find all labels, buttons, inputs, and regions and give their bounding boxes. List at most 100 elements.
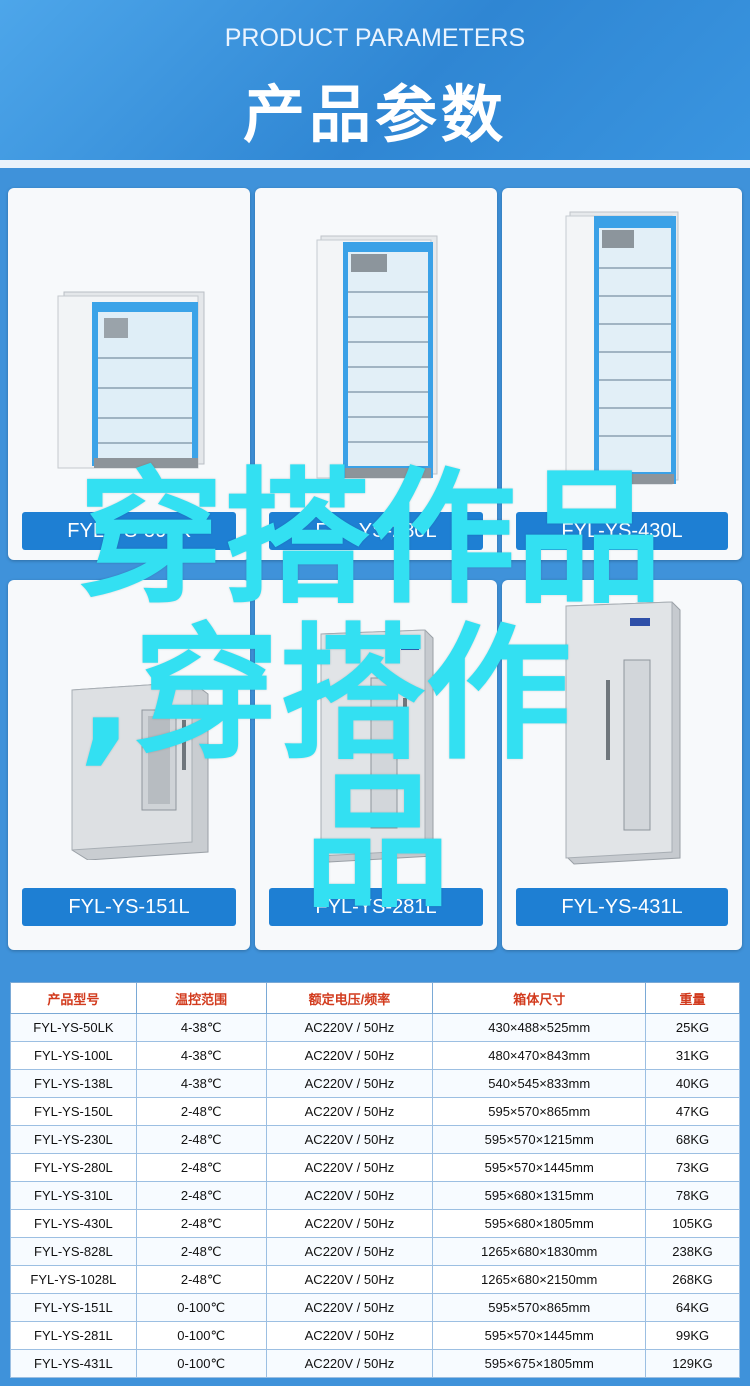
table-cell: AC220V / 50Hz bbox=[265, 1153, 434, 1182]
header-title: 产品参数 bbox=[242, 78, 507, 151]
table-cell: FYL-YS-100L bbox=[10, 1041, 137, 1070]
table-cell: 105KG bbox=[645, 1209, 740, 1238]
product-card: FYL-YS-431L bbox=[502, 580, 742, 950]
table-header-cell: 箱体尺寸 bbox=[432, 982, 647, 1014]
table-cell: 4-38℃ bbox=[135, 1041, 267, 1070]
table-cell: 0-100℃ bbox=[135, 1321, 267, 1350]
table-cell: 4-38℃ bbox=[135, 1013, 267, 1042]
table-cell: FYL-YS-50LK bbox=[10, 1013, 137, 1042]
table-cell: 2-48℃ bbox=[135, 1097, 267, 1126]
table-cell: 595×675×1805mm bbox=[432, 1349, 647, 1378]
table-cell: 1265×680×1830mm bbox=[432, 1237, 647, 1266]
table-cell: 47KG bbox=[645, 1097, 740, 1126]
table-cell: 540×545×833mm bbox=[432, 1069, 647, 1098]
table-cell: 595×570×1445mm bbox=[432, 1321, 647, 1350]
table-cell: 68KG bbox=[645, 1125, 740, 1154]
table-cell: AC220V / 50Hz bbox=[265, 1041, 434, 1070]
fridge-image bbox=[320, 629, 434, 863]
overlay-text-line-3: 品 bbox=[304, 758, 450, 928]
table-cell: AC220V / 50Hz bbox=[265, 1293, 434, 1322]
table-cell: AC220V / 50Hz bbox=[265, 1097, 434, 1126]
table-cell: 595×680×1805mm bbox=[432, 1209, 647, 1238]
table-cell: 2-48℃ bbox=[135, 1153, 267, 1182]
table-cell: FYL-YS-430L bbox=[10, 1209, 137, 1238]
table-cell: AC220V / 50Hz bbox=[265, 1125, 434, 1154]
fridge-image bbox=[565, 601, 681, 865]
table-cell: 268KG bbox=[645, 1265, 740, 1294]
overlay-text-line-2: ,穿搭作 bbox=[78, 610, 572, 780]
fridge-image bbox=[316, 235, 438, 479]
table-cell: 78KG bbox=[645, 1181, 740, 1210]
header-subtitle: PRODUCT PARAMETERS bbox=[224, 24, 526, 52]
table-cell: 2-48℃ bbox=[135, 1181, 267, 1210]
product-model-label: FYL-YS-50LK bbox=[22, 512, 236, 550]
table-cell: 4-38℃ bbox=[135, 1069, 267, 1098]
table-cell: FYL-YS-150L bbox=[10, 1097, 137, 1126]
table-cell: FYL-YS-280L bbox=[10, 1153, 137, 1182]
table-header-cell: 重量 bbox=[645, 982, 740, 1014]
table-cell: 0-100℃ bbox=[135, 1349, 267, 1378]
table-cell: 0-100℃ bbox=[135, 1293, 267, 1322]
table-cell: 1265×680×2150mm bbox=[432, 1265, 647, 1294]
table-cell: 595×570×1445mm bbox=[432, 1153, 647, 1182]
product-card: FYL-YS-430L bbox=[502, 188, 742, 560]
product-model-label: FYL-YS-281L bbox=[269, 888, 483, 926]
table-cell: AC220V / 50Hz bbox=[265, 1349, 434, 1378]
table-cell: 73KG bbox=[645, 1153, 740, 1182]
table-cell: 595×570×1215mm bbox=[432, 1125, 647, 1154]
table-cell: FYL-YS-151L bbox=[10, 1293, 137, 1322]
table-cell: FYL-YS-281L bbox=[10, 1321, 137, 1350]
fridge-image bbox=[71, 681, 209, 860]
table-cell: AC220V / 50Hz bbox=[265, 1265, 434, 1294]
table-cell: AC220V / 50Hz bbox=[265, 1013, 434, 1042]
table-cell: FYL-YS-828L bbox=[10, 1237, 137, 1266]
table-cell: 40KG bbox=[645, 1069, 740, 1098]
table-cell: FYL-YS-138L bbox=[10, 1069, 137, 1098]
page-header: PRODUCT PARAMETERS 产品参数 bbox=[0, 0, 750, 160]
header-divider bbox=[0, 160, 750, 168]
overlay-text-line-1: 穿搭作品 bbox=[78, 454, 662, 624]
product-card: FYL-YS-281L bbox=[255, 580, 497, 950]
table-cell: 430×488×525mm bbox=[432, 1013, 647, 1042]
table-cell: AC220V / 50Hz bbox=[265, 1237, 434, 1266]
fridge-image bbox=[57, 291, 205, 469]
product-card: FYL-YS-50LK bbox=[8, 188, 250, 560]
table-header-cell: 温控范围 bbox=[135, 982, 267, 1014]
table-header-cell: 产品型号 bbox=[10, 982, 137, 1014]
product-card: FYL-YS-280L bbox=[255, 188, 497, 560]
table-cell: 99KG bbox=[645, 1321, 740, 1350]
table-cell: 595×570×865mm bbox=[432, 1293, 647, 1322]
table-header-cell: 额定电压/频率 bbox=[265, 982, 434, 1014]
table-header-row: 产品型号 温控范围 额定电压/频率 箱体尺寸 重量 bbox=[10, 982, 740, 1014]
table-cell: 2-48℃ bbox=[135, 1209, 267, 1238]
product-model-label: FYL-YS-430L bbox=[516, 512, 728, 550]
table-cell: AC220V / 50Hz bbox=[265, 1069, 434, 1098]
table-cell: 595×680×1315mm bbox=[432, 1181, 647, 1210]
product-model-label: FYL-YS-280L bbox=[269, 512, 483, 550]
table-cell: 31KG bbox=[645, 1041, 740, 1070]
table-cell: 129KG bbox=[645, 1349, 740, 1378]
table-cell: 595×570×865mm bbox=[432, 1097, 647, 1126]
table-cell: FYL-YS-230L bbox=[10, 1125, 137, 1154]
table-cell: FYL-YS-1028L bbox=[10, 1265, 137, 1294]
table-cell: 2-48℃ bbox=[135, 1125, 267, 1154]
table-cell: 480×470×843mm bbox=[432, 1041, 647, 1070]
fridge-image bbox=[565, 211, 679, 485]
table-cell: FYL-YS-431L bbox=[10, 1349, 137, 1378]
product-model-label: FYL-YS-431L bbox=[516, 888, 728, 926]
